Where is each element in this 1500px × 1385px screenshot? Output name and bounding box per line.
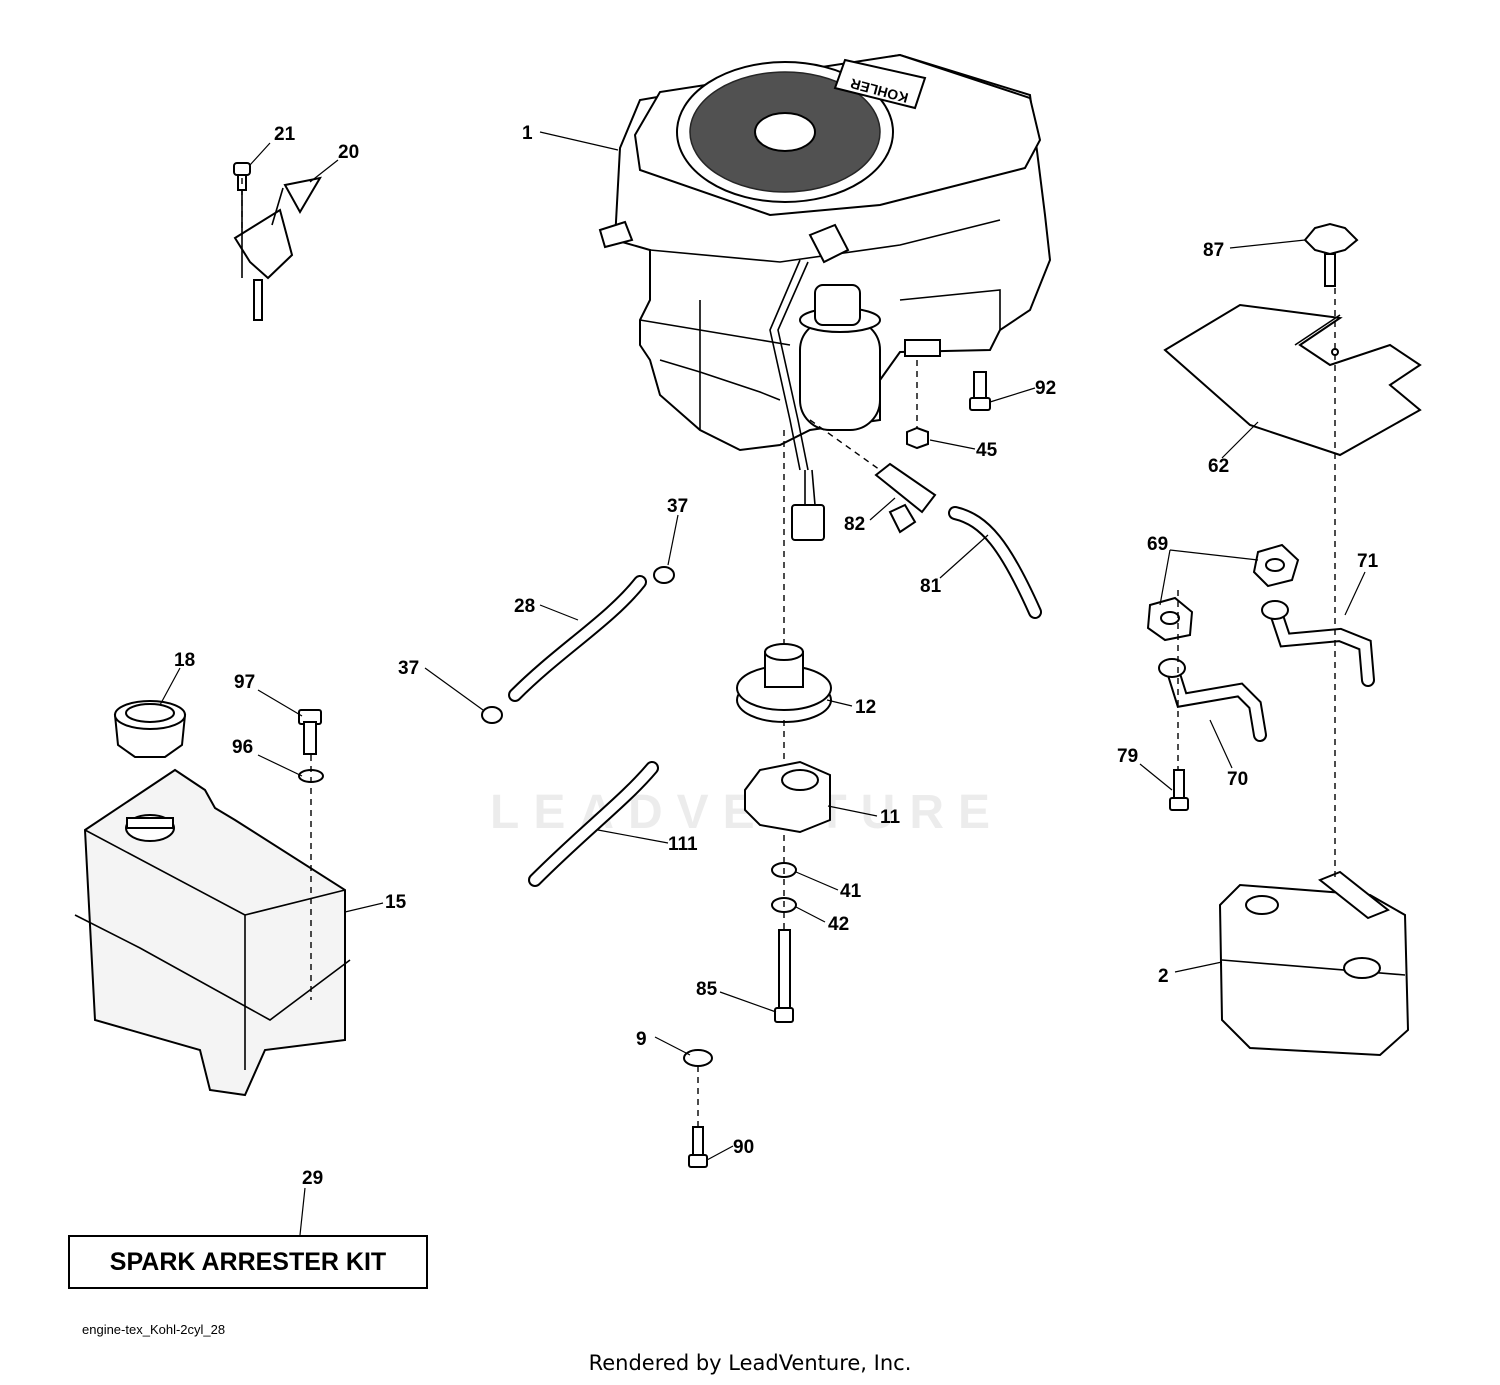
engine-part[interactable]: KOHLER: [598, 53, 1052, 541]
label-11: 11: [880, 807, 901, 828]
label-37-upper: 37: [667, 496, 688, 517]
label-111: 111: [668, 834, 698, 855]
exhaust-pipe-71-part[interactable]: [1261, 600, 1375, 687]
label-12: 12: [855, 697, 876, 718]
fuel-filter-part[interactable]: [874, 462, 937, 534]
label-41: 41: [840, 881, 862, 902]
label-70: 70: [1227, 769, 1248, 790]
label-97: 97: [234, 672, 255, 693]
label-15: 15: [385, 892, 407, 913]
clamp-37-upper-part[interactable]: [653, 566, 675, 584]
label-21: 21: [274, 124, 296, 145]
label-37-lower: 37: [398, 658, 419, 679]
spark-arrester-kit-label: SPARK ARRESTER KIT: [109, 1247, 387, 1276]
heat-shield-part[interactable]: [1163, 303, 1422, 457]
label-42: 42: [828, 914, 849, 935]
label-71: 71: [1357, 551, 1379, 572]
nut-45-part[interactable]: [906, 426, 929, 450]
label-18: 18: [174, 650, 195, 671]
label-87: 87: [1203, 240, 1224, 261]
label-20: 20: [338, 142, 359, 163]
label-2: 2: [1158, 966, 1169, 987]
label-90: 90: [733, 1137, 754, 1158]
fuel-hose-81-part[interactable]: [948, 506, 1042, 619]
label-96: 96: [232, 737, 253, 758]
label-62: 62: [1208, 456, 1229, 477]
fuel-cap-18-part[interactable]: [113, 700, 187, 758]
muffler-2-part[interactable]: [1218, 870, 1410, 1057]
label-1: 1: [522, 123, 533, 144]
label-79: 79: [1117, 746, 1138, 767]
bolt-97-part[interactable]: [298, 709, 322, 755]
throttle-control-part[interactable]: [233, 176, 322, 321]
leader-lines: [159, 131, 1366, 1236]
bolt-92-part[interactable]: [969, 371, 991, 411]
drawing-code: engine-tex_Kohl-2cyl_28: [82, 1322, 226, 1337]
part-labels: 1 21 20 87 92 45 62 37 82 69 71 28 81 18…: [174, 123, 1379, 1189]
bolt-79-part[interactable]: [1169, 769, 1189, 811]
label-92: 92: [1035, 378, 1056, 399]
gasket-69-lower-part[interactable]: [1146, 596, 1194, 642]
pulley-12-part[interactable]: [736, 643, 832, 723]
bolt-85-part[interactable]: [774, 929, 794, 1023]
label-85: 85: [696, 979, 718, 1000]
screw-21-part[interactable]: [233, 162, 251, 191]
fuel-tank-15-part[interactable]: [74, 768, 351, 1097]
bolt-90-part[interactable]: [688, 1126, 708, 1168]
label-69: 69: [1147, 534, 1168, 555]
label-9: 9: [636, 1029, 647, 1050]
bracket-9-part[interactable]: [683, 1049, 935, 1198]
spark-arrester-kit-box[interactable]: SPARK ARRESTER KIT: [68, 1235, 428, 1289]
label-82: 82: [844, 514, 865, 535]
clamp-37-lower-part[interactable]: [481, 706, 503, 724]
knob-87-part[interactable]: [1303, 222, 1359, 287]
fuel-hose-28-part[interactable]: [508, 575, 647, 702]
watermark-text: LEADVENTURE: [490, 786, 1004, 839]
assembly-lines: [241, 178, 1336, 1127]
clutch-11-part[interactable]: [744, 760, 831, 834]
label-45: 45: [976, 440, 998, 461]
gasket-69-upper-part[interactable]: [1252, 543, 1300, 588]
exhaust-pipe-70-part[interactable]: [1158, 658, 1267, 742]
footer-credit: Rendered by LeadVenture, Inc.: [588, 1351, 912, 1375]
label-29: 29: [302, 1168, 323, 1189]
hose-111-part[interactable]: [528, 761, 659, 887]
label-28: 28: [514, 596, 535, 617]
label-81: 81: [920, 576, 942, 597]
